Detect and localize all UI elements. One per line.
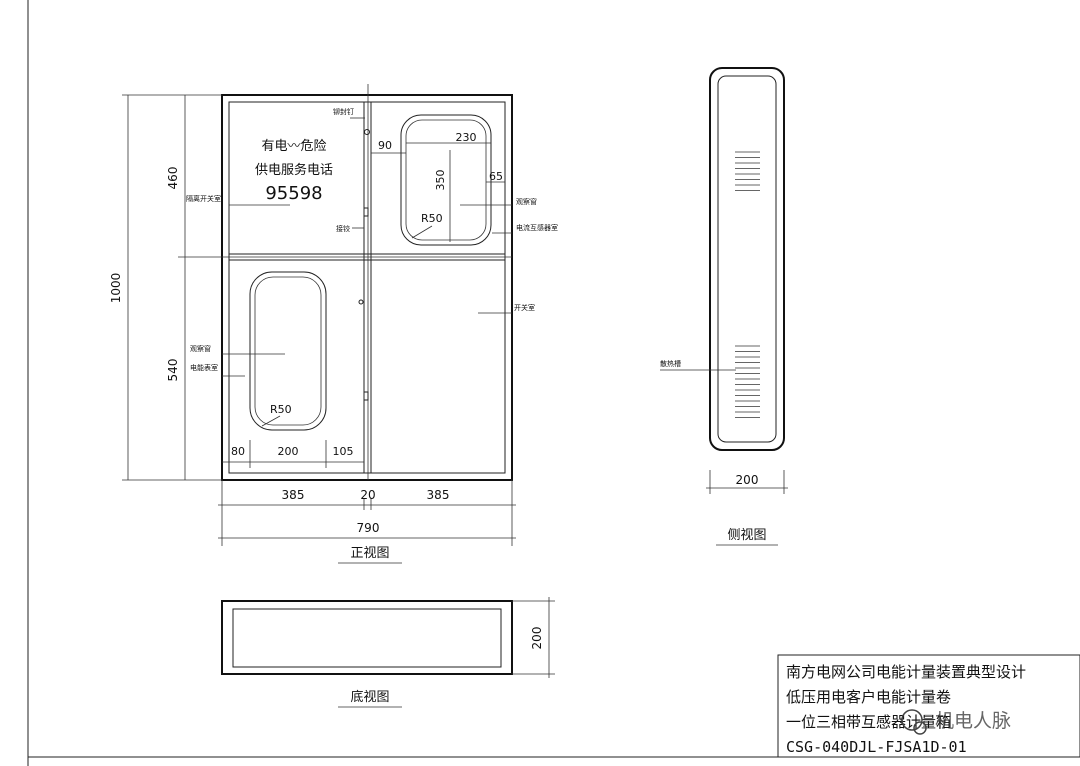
dim-460: 460 [166, 167, 180, 190]
hinge-bottom [363, 391, 369, 401]
watermark-chat-icon [901, 709, 923, 731]
label-hinge: 接铰 [336, 224, 350, 233]
observation-window-bottom [249, 271, 327, 431]
radius-top: R50 [421, 212, 443, 225]
hinge-top [363, 207, 369, 217]
bottom-view: 200 底视图 [221, 597, 555, 708]
vent-slots [735, 151, 760, 418]
label-ct-room: 电流互感器室 [516, 223, 558, 232]
dim-350: 350 [434, 170, 447, 191]
label-isolation-switch-room: 隔离开关室 [186, 194, 221, 203]
side-view-title: 侧视图 [727, 528, 766, 543]
bottom-inner [232, 608, 502, 668]
front-view: 有电〰危险 供电服务电话 95598 铆封钉 接铰 隔离开关室 观察窗 电流互感… [109, 84, 558, 564]
dim-65: 65 [489, 170, 503, 183]
label-observation-window-bottom: 观察窗 [190, 344, 211, 353]
label-observation-window-top: 观察窗 [516, 197, 537, 206]
dim-385-left: 385 [282, 488, 305, 502]
rivet-mark [364, 129, 370, 135]
label-vent: 散热槽 [660, 359, 681, 368]
side-view: 散热槽 200 侧视图 [660, 67, 788, 546]
observation-window-top [400, 114, 492, 246]
dim-385-right: 385 [427, 488, 450, 502]
title-line1: 南方电网公司电能计量装置典型设计 [786, 663, 1026, 681]
warning-line2: 供电服务电话 [255, 162, 333, 178]
bottom-view-title: 底视图 [350, 689, 389, 705]
label-rivet: 铆封钉 [333, 107, 354, 116]
service-phone: 95598 [265, 183, 322, 204]
title-line3: 一位三相带互感器计量箱 [786, 713, 951, 731]
front-view-title: 正视图 [350, 546, 389, 561]
cabinet-inner-frame [228, 101, 506, 474]
observation-window-bottom-inner [254, 276, 322, 426]
dim-540: 540 [166, 359, 180, 382]
watermark-text: 机电人脉 [935, 710, 1011, 732]
dim-105: 105 [333, 445, 354, 458]
bottom-outer [221, 600, 513, 675]
observation-window-top-inner [405, 119, 487, 241]
title-block: 南方电网公司电能计量装置典型设计 低压用电客户电能计量卷 一位三相带互感器计量箱… [777, 654, 1080, 758]
side-outer [709, 67, 785, 451]
bottom-dim-200: 200 [530, 627, 544, 650]
watermark: 机电人脉 [901, 709, 1011, 735]
side-inner [717, 75, 777, 443]
cabinet-outer-frame [221, 94, 513, 481]
leader-radius-top [411, 225, 433, 239]
warning-line1: 有电〰危险 [261, 139, 326, 154]
title-line4: CSG-040DJL-FJSA1D-01 [786, 738, 967, 756]
watermark-chat-icon-small [913, 721, 927, 735]
lock-mark [358, 299, 364, 305]
title-block-frame [777, 654, 1080, 758]
dim-20: 20 [360, 488, 375, 502]
label-meter-room: 电能表室 [190, 363, 218, 372]
label-switch-room: 开关室 [514, 303, 535, 312]
dim-790: 790 [357, 521, 380, 535]
dim-90: 90 [378, 139, 392, 152]
dim-1000: 1000 [109, 273, 123, 304]
title-line2: 低压用电客户电能计量卷 [786, 688, 951, 706]
dim-80: 80 [231, 445, 245, 458]
radius-bottom: R50 [270, 403, 292, 416]
dim-230: 230 [456, 131, 477, 144]
side-dim-200: 200 [736, 473, 759, 487]
dim-200-bottom: 200 [278, 445, 299, 458]
leader-radius-bottom [261, 415, 281, 427]
